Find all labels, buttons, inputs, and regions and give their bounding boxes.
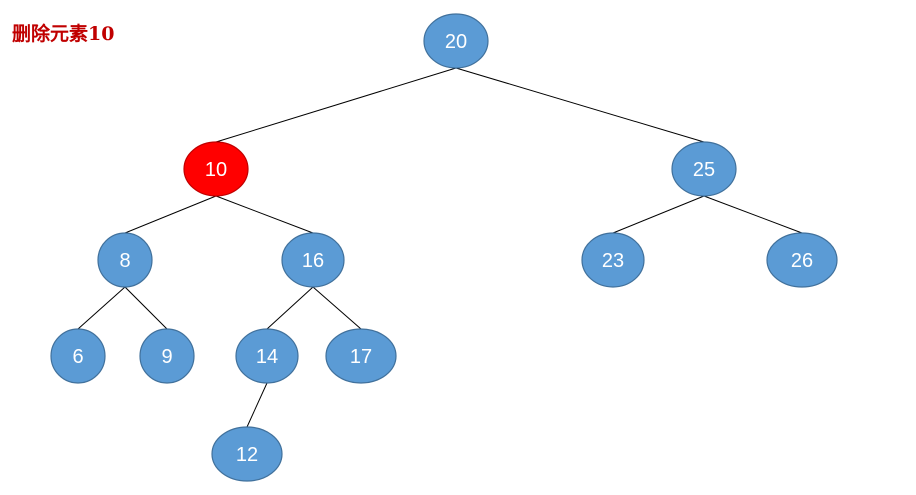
edge-20-25 (455, 67, 705, 143)
edge-8-9 (124, 286, 168, 330)
edge-25-23 (612, 195, 705, 234)
tree-node-circle (581, 232, 645, 288)
tree-node-label: 17 (350, 346, 372, 368)
tree-node-circle (139, 328, 195, 384)
tree-node-label: 9 (161, 346, 172, 368)
tree-node-label: 25 (693, 159, 715, 181)
tree-node-circle (423, 13, 489, 69)
tree-node-label: 12 (236, 444, 258, 466)
tree-node-17: 17 (325, 328, 397, 384)
tree-node-circle (671, 141, 737, 197)
tree-nodes: 20 10 25 8 16 23 26 6 9 14 17 12 (50, 13, 838, 482)
tree-node-circle (281, 232, 345, 288)
tree-node-25: 25 (671, 141, 737, 197)
tree-node-circle (183, 141, 249, 197)
tree-node-23: 23 (581, 232, 645, 288)
tree-node-circle (766, 232, 838, 288)
tree-edges (77, 67, 803, 428)
tree-node-label: 10 (205, 159, 227, 181)
tree-node-label: 16 (302, 250, 324, 272)
edge-8-6 (77, 286, 126, 330)
edge-25-26 (703, 195, 803, 234)
tree-node-circle (97, 232, 153, 288)
tree-node-20: 20 (423, 13, 489, 69)
tree-node-12: 12 (211, 426, 283, 482)
tree-node-label: 26 (791, 250, 813, 272)
edge-10-8 (124, 195, 217, 234)
tree-node-circle (235, 328, 299, 384)
tree-node-14: 14 (235, 328, 299, 384)
tree-node-circle (325, 328, 397, 384)
tree-node-label: 8 (119, 250, 130, 272)
edge-16-14 (266, 286, 314, 330)
tree-node-label: 14 (256, 346, 278, 368)
tree-node-10: 10 (183, 141, 249, 197)
tree-node-label: 23 (602, 250, 624, 272)
edge-10-16 (215, 195, 314, 234)
edge-14-12 (246, 382, 268, 428)
tree-node-label: 6 (72, 346, 83, 368)
tree-node-label: 20 (445, 31, 467, 53)
diagram-title: 删除元素10 (12, 23, 115, 45)
tree-node-6: 6 (50, 328, 106, 384)
tree-node-8: 8 (97, 232, 153, 288)
edge-16-17 (312, 286, 362, 330)
tree-node-16: 16 (281, 232, 345, 288)
edge-20-10 (215, 67, 457, 143)
tree-node-circle (50, 328, 106, 384)
tree-node-9: 9 (139, 328, 195, 384)
tree-node-26: 26 (766, 232, 838, 288)
tree-node-circle (211, 426, 283, 482)
